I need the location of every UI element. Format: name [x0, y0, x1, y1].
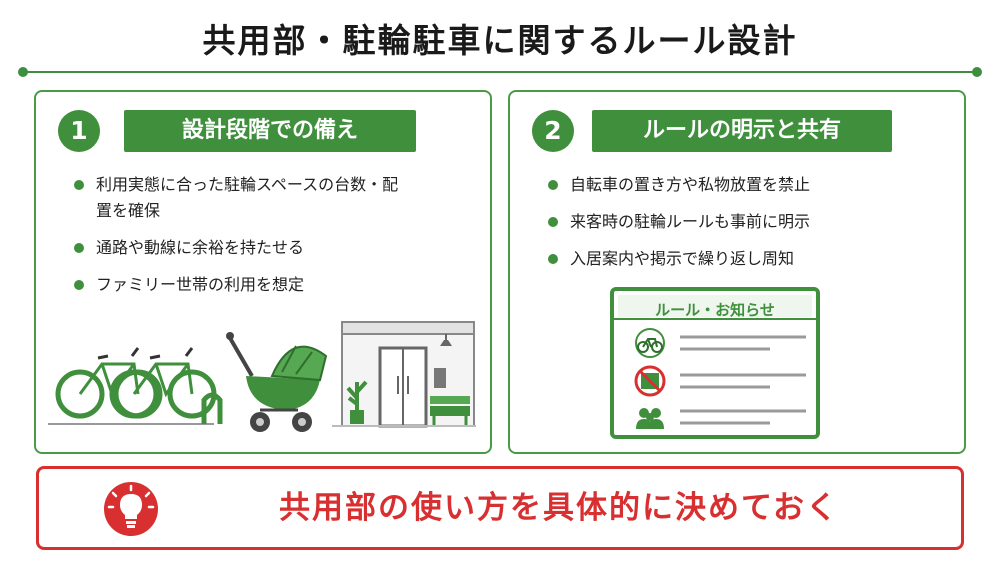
list-item: ファミリー世帯の利用を想定 — [70, 272, 470, 298]
entrance-illustration — [332, 321, 476, 428]
lightbulb-icon — [104, 482, 158, 536]
list-item: 来客時の駐輪ルールも事前に明示 — [544, 209, 944, 235]
people-icon — [636, 408, 664, 429]
bullet-list: 利用実態に合った駐輪スペースの台数・配置を確保 通路や動線に余裕を持たせる ファ… — [70, 172, 470, 309]
notice-board-illustration — [610, 287, 820, 439]
divider-dot-left — [18, 67, 28, 77]
bicycle-rack-illustration — [48, 347, 223, 425]
section-number-badge: 1 — [58, 110, 100, 152]
section-number-badge: 2 — [532, 110, 574, 152]
list-item: 通路や動線に余裕を持たせる — [70, 235, 470, 261]
title-divider — [22, 71, 978, 73]
bullet-list: 自転車の置き方や私物放置を禁止 来客時の駐輪ルールも事前に明示 入居案内や掲示で… — [544, 172, 944, 283]
no-parcel-icon — [634, 365, 666, 397]
key-message-text: 共用部の使い方を具体的に決めておく — [278, 490, 840, 526]
key-message-banner: 共用部の使い方を具体的に決めておく — [36, 466, 964, 550]
page-title: 共用部・駐輪駐車に関するルール設計 — [202, 21, 798, 60]
stroller-illustration — [226, 332, 328, 432]
section-rules-panel: 2 ルールの明示と共有 自転車の置き方や私物放置を禁止 来客時の駐輪ルールも事前… — [508, 90, 966, 454]
section-heading: 設計段階での備え — [124, 110, 416, 152]
facility-illustration — [48, 321, 476, 432]
section-design-panel: 1 設計段階での備え 利用実態に合った駐輪スペースの台数・配置を確保 通路や動線… — [34, 90, 492, 454]
bicycle-icon — [635, 328, 665, 358]
notice-board-title: ルール・お知らせ — [655, 301, 775, 319]
list-item: 自転車の置き方や私物放置を禁止 — [544, 172, 944, 198]
divider-dot-right — [972, 67, 982, 77]
list-item: 利用実態に合った駐輪スペースの台数・配置を確保 — [70, 172, 400, 224]
section-heading: ルールの明示と共有 — [592, 110, 892, 152]
list-item: 入居案内や掲示で繰り返し周知 — [544, 246, 944, 272]
